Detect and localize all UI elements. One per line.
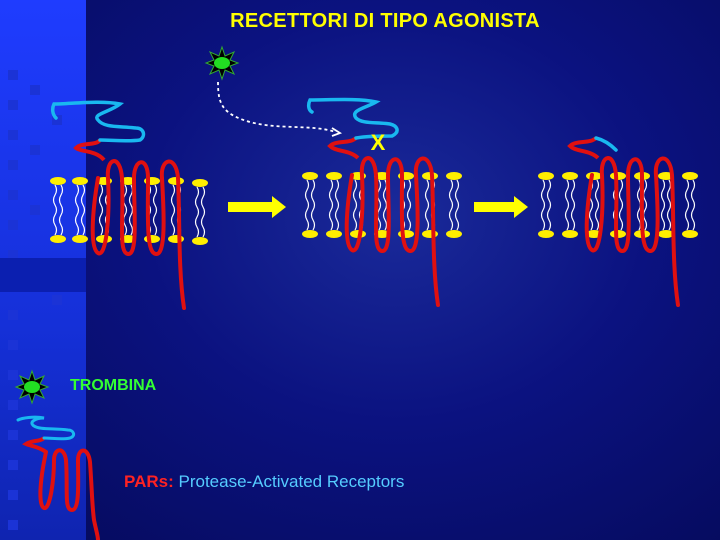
panel-intact-receptor — [49, 100, 209, 310]
thrombin-path — [217, 81, 337, 133]
panel-cleavage — [301, 97, 463, 307]
cleavage-mark: X — [371, 130, 386, 155]
right-arrow-icon — [228, 196, 286, 218]
membrane-2 — [301, 171, 463, 239]
sidebar-squares — [0, 70, 86, 530]
thrombin-legend-icon — [15, 370, 49, 404]
pars-caption: PARs: Protease-Activated Receptors — [124, 472, 404, 492]
thrombin-star-icon — [205, 46, 239, 80]
pars-abbrev: PARs: — [124, 472, 174, 491]
tethered-ligand-2 — [306, 97, 399, 140]
panel-activated-receptor — [537, 136, 699, 307]
tethered-ligand-3 — [594, 136, 618, 152]
right-arrow-icon — [474, 196, 528, 218]
membrane-1 — [49, 176, 209, 246]
tethered-ligand-1 — [50, 100, 146, 143]
pars-full: Protease-Activated Receptors — [178, 472, 405, 491]
page-title: RECETTORI DI TIPO AGONISTA — [230, 10, 540, 32]
par-legend-icon — [16, 415, 100, 540]
thrombin-label: TROMBINA — [70, 377, 157, 394]
